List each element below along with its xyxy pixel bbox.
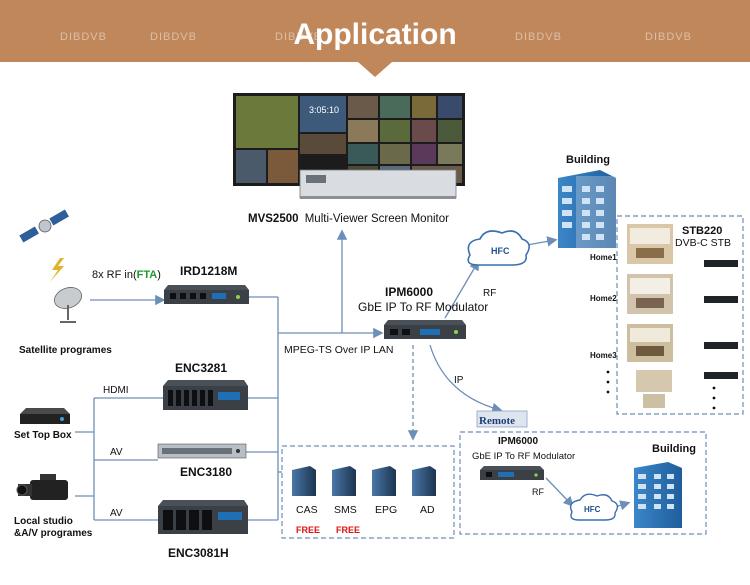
server-ad-label: AD (420, 504, 435, 516)
building-icon (558, 170, 616, 248)
video-camera-icon (16, 474, 68, 500)
home3-label: Home3 (590, 351, 617, 360)
cas-server-icon (292, 466, 316, 496)
lan-label: MPEG-TS Over IP LAN (284, 344, 394, 356)
cas-free-label: FREE (296, 525, 320, 535)
watermark-5: DIBDVB (645, 31, 692, 43)
enc3081h-label: ENC3081H (168, 546, 229, 560)
lightning-icon (50, 258, 64, 282)
set-top-box-label: Set Top Box (14, 430, 72, 441)
servers-panel: CAS SMS EPG AD FREE FREE (281, 445, 455, 539)
ipm6000-name: IPM6000 (385, 285, 433, 299)
server-cas-label: CAS (296, 504, 318, 516)
remote-ipm-device (480, 466, 544, 480)
home1-label: Home1 (590, 253, 617, 262)
mvs2500-desc: Multi-Viewer Screen Monitor (305, 213, 449, 225)
remote-hfc-label: HFC (584, 505, 601, 514)
ipm6000-desc: GbE IP To RF Modulator (358, 300, 488, 314)
set-top-box-icon (20, 408, 70, 424)
building-top-label: Building (566, 154, 610, 166)
av-link-label-1: AV (110, 447, 123, 458)
enc3180-label: ENC3180 (180, 465, 232, 479)
homes-panel: STB220 DVB-C STB Home1 Home2 Home3 (590, 215, 744, 415)
remote-ipm-desc: GbE IP To RF Modulator (472, 451, 575, 462)
enc3081h-device: ENC3081H (158, 500, 248, 560)
ipm6000-device: IPM6000 GbE IP To RF Modulator RF IP (358, 285, 496, 386)
sms-free-label: FREE (336, 525, 360, 535)
rf-in-suffix: ) (157, 269, 161, 281)
home-row-1: Home1 (590, 224, 738, 267)
home-row-3: Home3 (590, 324, 738, 362)
enc3281-label: ENC3281 (175, 361, 227, 375)
hdmi-link-label: HDMI (103, 385, 129, 396)
remote-building-label: Building (652, 443, 696, 455)
enc3281-device: ENC3281 (163, 361, 248, 410)
ipm-rf-label: RF (483, 288, 496, 299)
building-top: Building (558, 154, 616, 248)
remote-ipm-name: IPM6000 (498, 436, 538, 447)
connection-lines (75, 229, 631, 521)
more-homes-dots (606, 370, 716, 410)
enc3180-device: ENC3180 AV (110, 443, 247, 479)
ird1218m-device: IRD1218M (164, 264, 249, 304)
set-top-box-source: Set Top Box HDMI (14, 385, 129, 441)
watermark-4: DIBDVB (515, 31, 562, 43)
watermark-1: DIBDVB (60, 31, 107, 43)
server-sms-label: SMS (334, 504, 357, 516)
remote-panel: Remote IPM6000 GbE IP To RF Modulator RF… (459, 410, 707, 535)
home-row-4 (636, 370, 738, 408)
satellite-label: Satellite programes (19, 345, 112, 356)
rf-in-prefix: 8x RF in( (92, 269, 137, 281)
rf-in-label: 8x RF in(FTA) (92, 269, 161, 281)
mvs2500-name: MVS2500 (248, 213, 299, 225)
ad-server-icon (412, 466, 436, 496)
multiviewer-monitor: 3:05:10 MVS2500 Multi-Viewer Screen Moni… (233, 93, 465, 225)
server-epg-label: EPG (375, 504, 397, 516)
sms-server-icon (332, 466, 356, 496)
header-banner: Application DIBDVB DIBDVB DIBDVB DIBDVB … (0, 0, 750, 77)
monitor-clock: 3:05:10 (309, 105, 339, 115)
page-title: Application (293, 18, 456, 51)
hfc-cloud: HFC (467, 230, 530, 266)
watermark-3: DIBDVB (275, 31, 322, 43)
remote-tag: Remote (479, 415, 515, 427)
mvs2500-label: MVS2500 Multi-Viewer Screen Monitor (248, 213, 449, 225)
satellite-icon (19, 209, 69, 243)
stb220-name: STB220 (682, 225, 722, 237)
av-link-label-2: AV (110, 508, 123, 519)
stb220-desc: DVB-C STB (675, 237, 731, 249)
rf-in-fta: FTA (137, 269, 158, 281)
satellite-dish-icon (54, 287, 82, 323)
remote-rf-label: RF (532, 487, 544, 497)
watermark-2: DIBDVB (150, 31, 197, 43)
studio-label-2: &A/V programes (14, 528, 93, 539)
epg-server-icon (372, 466, 396, 496)
home2-label: Home2 (590, 294, 617, 303)
studio-label-1: Local studio (14, 516, 73, 527)
home-row-2: Home2 (590, 274, 738, 314)
satellite-source: Satellite programes 8x RF in(FTA) (19, 209, 161, 356)
remote-building-icon (634, 462, 682, 528)
ird1218m-label: IRD1218M (180, 264, 237, 278)
studio-source: Local studio &A/V programes AV (14, 474, 123, 539)
hfc-label: HFC (491, 246, 510, 256)
ipm-ip-label: IP (454, 375, 464, 386)
remote-hfc-cloud: HFC (569, 493, 619, 521)
